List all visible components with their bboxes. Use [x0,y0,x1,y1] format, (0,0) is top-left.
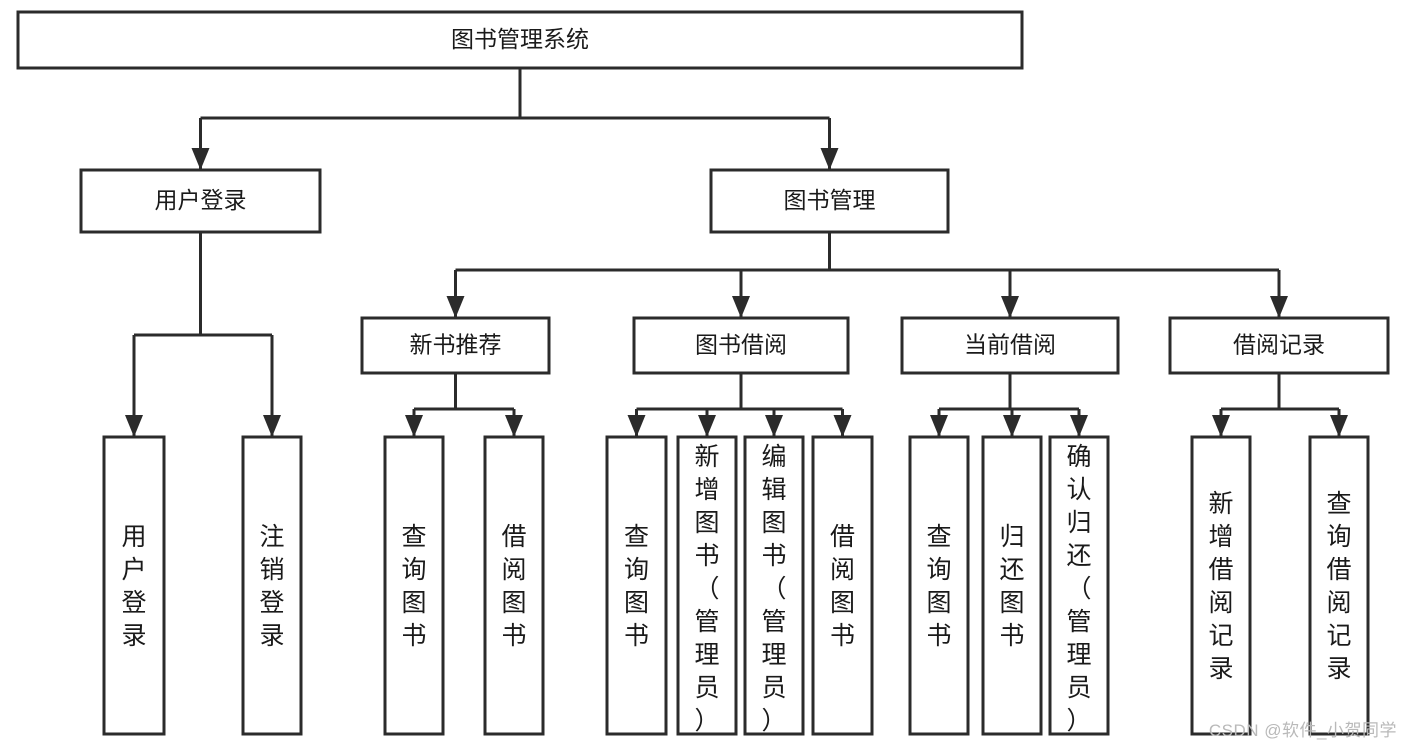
leaf-label: 确认归还（管理员） [1066,443,1091,735]
arrow-head-icon [1270,296,1288,318]
root-node[interactable]: 图书管理系统 [16,10,1024,70]
leaf-box[interactable] [102,435,166,736]
arrow-head-icon [627,415,646,437]
arrow-head-icon [1330,415,1348,437]
arrow-head-icon [191,148,210,170]
leaf-label: 查询图书 [926,523,951,650]
level2-node[interactable]: 图书管理 [709,168,950,234]
level2-box[interactable] [709,168,950,234]
arrow-head-icon [1070,415,1088,437]
arrow-head-icon [1212,415,1230,437]
node-layer: 图书管理系统用户登录图书管理新书推荐图书借阅当前借阅借阅记录用户登录注销登录查询… [16,10,1390,736]
leaf-label: 编辑图书（管理员） [761,443,786,735]
leaf-box[interactable] [811,435,874,736]
leaf-box[interactable] [1308,435,1370,736]
arrow-head-icon [1003,415,1021,437]
leaf-node[interactable]: 归还图书 [981,435,1043,736]
leaf-label: 借阅图书 [501,523,526,650]
root-box[interactable] [16,10,1024,70]
root-label: 图书管理系统 [451,26,589,52]
leaf-node[interactable]: 用户登录 [102,435,166,736]
leaf-box[interactable] [383,435,445,736]
level3-node[interactable]: 新书推荐 [360,316,551,375]
arrow-head-icon [1001,296,1019,318]
leaf-node[interactable]: 新增借阅记录 [1190,435,1252,736]
arrow-head-icon [732,296,750,318]
arrow-head-icon [505,415,523,437]
level3-box[interactable] [900,316,1120,375]
leaf-node[interactable]: 注销登录 [241,435,303,736]
leaf-label: 查询图书 [624,523,649,650]
leaf-label: 查询借阅记录 [1326,490,1351,683]
level3-node[interactable]: 当前借阅 [900,316,1120,375]
level2-box[interactable] [79,168,322,234]
level3-box[interactable] [360,316,551,375]
level3-node[interactable]: 图书借阅 [632,316,850,375]
leaf-label: 用户登录 [121,523,146,650]
leaf-node[interactable]: 借阅图书 [811,435,874,736]
arrow-head-icon [820,148,839,170]
leaf-label: 新增借阅记录 [1208,490,1233,683]
arrow-head-icon [446,296,465,318]
leaf-box[interactable] [1048,435,1110,736]
level3-label: 新书推荐 [410,332,502,358]
leaf-label: 查询图书 [401,523,426,650]
level3-label: 图书借阅 [695,332,787,358]
leaf-box[interactable] [981,435,1043,736]
leaf-node[interactable]: 确认归还（管理员） [1048,435,1110,736]
leaf-label: 归还图书 [999,523,1024,650]
leaf-box[interactable] [241,435,303,736]
level2-label: 图书管理 [784,187,876,213]
leaf-box[interactable] [1190,435,1252,736]
leaf-label: 新增图书（管理员） [694,443,719,735]
leaf-label: 注销登录 [259,523,284,650]
level3-box[interactable] [1168,316,1390,375]
arrow-head-icon [405,415,423,437]
level2-label: 用户登录 [155,187,247,213]
level3-node[interactable]: 借阅记录 [1168,316,1390,375]
leaf-node[interactable]: 借阅图书 [483,435,545,736]
level3-box[interactable] [632,316,850,375]
leaf-box[interactable] [605,435,668,736]
leaf-label: 借阅图书 [830,523,855,650]
arrow-head-icon [930,415,948,437]
arrow-head-icon [698,415,716,437]
connector-layer [125,68,1348,437]
leaf-box[interactable] [483,435,545,736]
arrow-head-icon [125,415,143,437]
leaf-box[interactable] [676,435,738,736]
leaf-box[interactable] [743,435,805,736]
arrow-head-icon [833,415,852,437]
level2-node[interactable]: 用户登录 [79,168,322,234]
leaf-node[interactable]: 查询图书 [908,435,970,736]
leaf-node[interactable]: 查询图书 [383,435,445,736]
arrow-head-icon [263,415,281,437]
leaf-node[interactable]: 编辑图书（管理员） [743,435,805,736]
leaf-node[interactable]: 查询图书 [605,435,668,736]
level3-label: 借阅记录 [1233,332,1325,358]
leaf-node[interactable]: 查询借阅记录 [1308,435,1370,736]
leaf-box[interactable] [908,435,970,736]
leaf-node[interactable]: 新增图书（管理员） [676,435,738,736]
arrow-head-icon [765,415,783,437]
level3-label: 当前借阅 [964,332,1056,358]
